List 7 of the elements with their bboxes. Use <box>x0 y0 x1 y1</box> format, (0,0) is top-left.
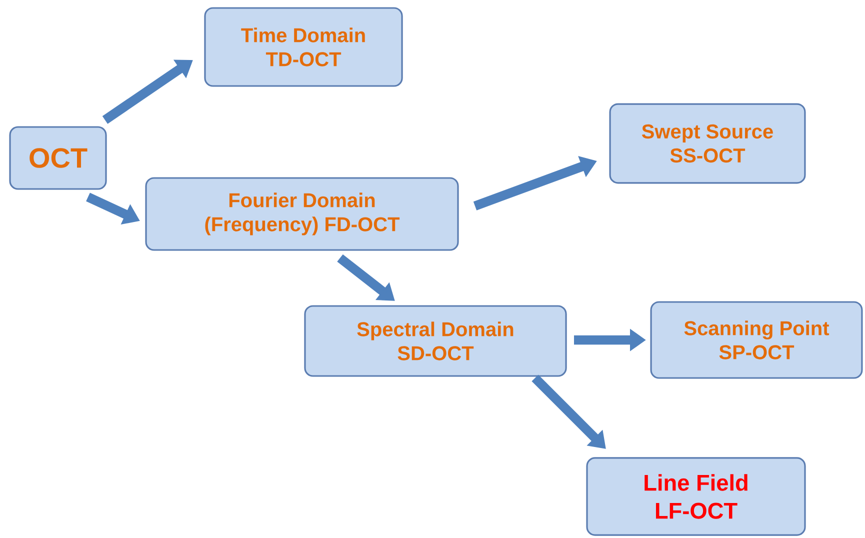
process-box: Fourier Domain (Frequency) FD-OCT <box>145 177 459 251</box>
process-box: Time Domain TD-OCT <box>204 7 403 87</box>
process-box: Scanning Point SP-OCT <box>650 301 863 379</box>
process-box: Spectral Domain SD-OCT <box>304 305 567 377</box>
process-box: Line Field LF-OCT <box>586 457 806 536</box>
process-box: Swept Source SS-OCT <box>609 103 806 184</box>
process-box: OCT <box>9 126 107 190</box>
